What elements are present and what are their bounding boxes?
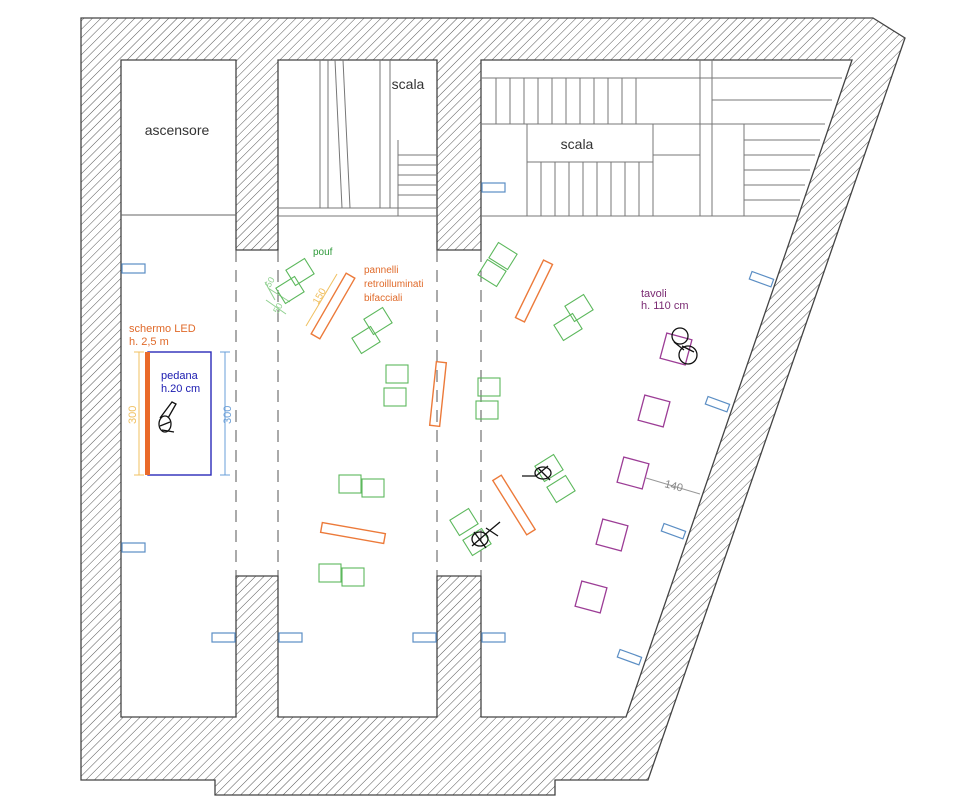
- tables-label-1: tavoli: [641, 288, 667, 300]
- led-screen: [145, 352, 150, 475]
- dim-table: 140: [663, 478, 684, 494]
- screen-label-1: schermo LED: [129, 323, 196, 335]
- dashed-openings: [235, 250, 482, 576]
- person-icon: [158, 401, 177, 433]
- high-tables: [574, 332, 693, 614]
- stage-label-2: h.20 cm: [161, 383, 200, 395]
- dim-line-panel: [305, 273, 338, 327]
- dim-stage-right: 300: [222, 406, 234, 424]
- dim-stage-left: 300: [127, 406, 139, 424]
- dim-line-table: [645, 477, 701, 495]
- panels-label-2: retroilluminati: [364, 279, 423, 290]
- panels-label-1: pannelli: [364, 265, 398, 276]
- stair-right: [481, 60, 842, 217]
- poufs: [275, 241, 594, 587]
- dim-lines-pouf: [264, 281, 291, 315]
- screen-label-2: h. 2,5 m: [129, 336, 169, 348]
- stair-top-label: scala: [392, 76, 425, 92]
- tables-label-2: h. 110 cm: [641, 300, 689, 312]
- pouf-label: pouf: [313, 247, 333, 258]
- person-icon: [671, 327, 698, 365]
- backlit-panels: [310, 259, 554, 545]
- interior-room: [120, 59, 853, 718]
- stair-top: [278, 59, 437, 217]
- windows: [121, 182, 775, 666]
- panels-label-3: bifacciali: [364, 293, 402, 304]
- elevator-label: ascensore: [145, 122, 210, 138]
- stage-label-1: pedana: [161, 370, 199, 382]
- person-icon: [471, 521, 501, 549]
- person-icon: [522, 465, 552, 481]
- stair-right-label: scala: [561, 136, 594, 152]
